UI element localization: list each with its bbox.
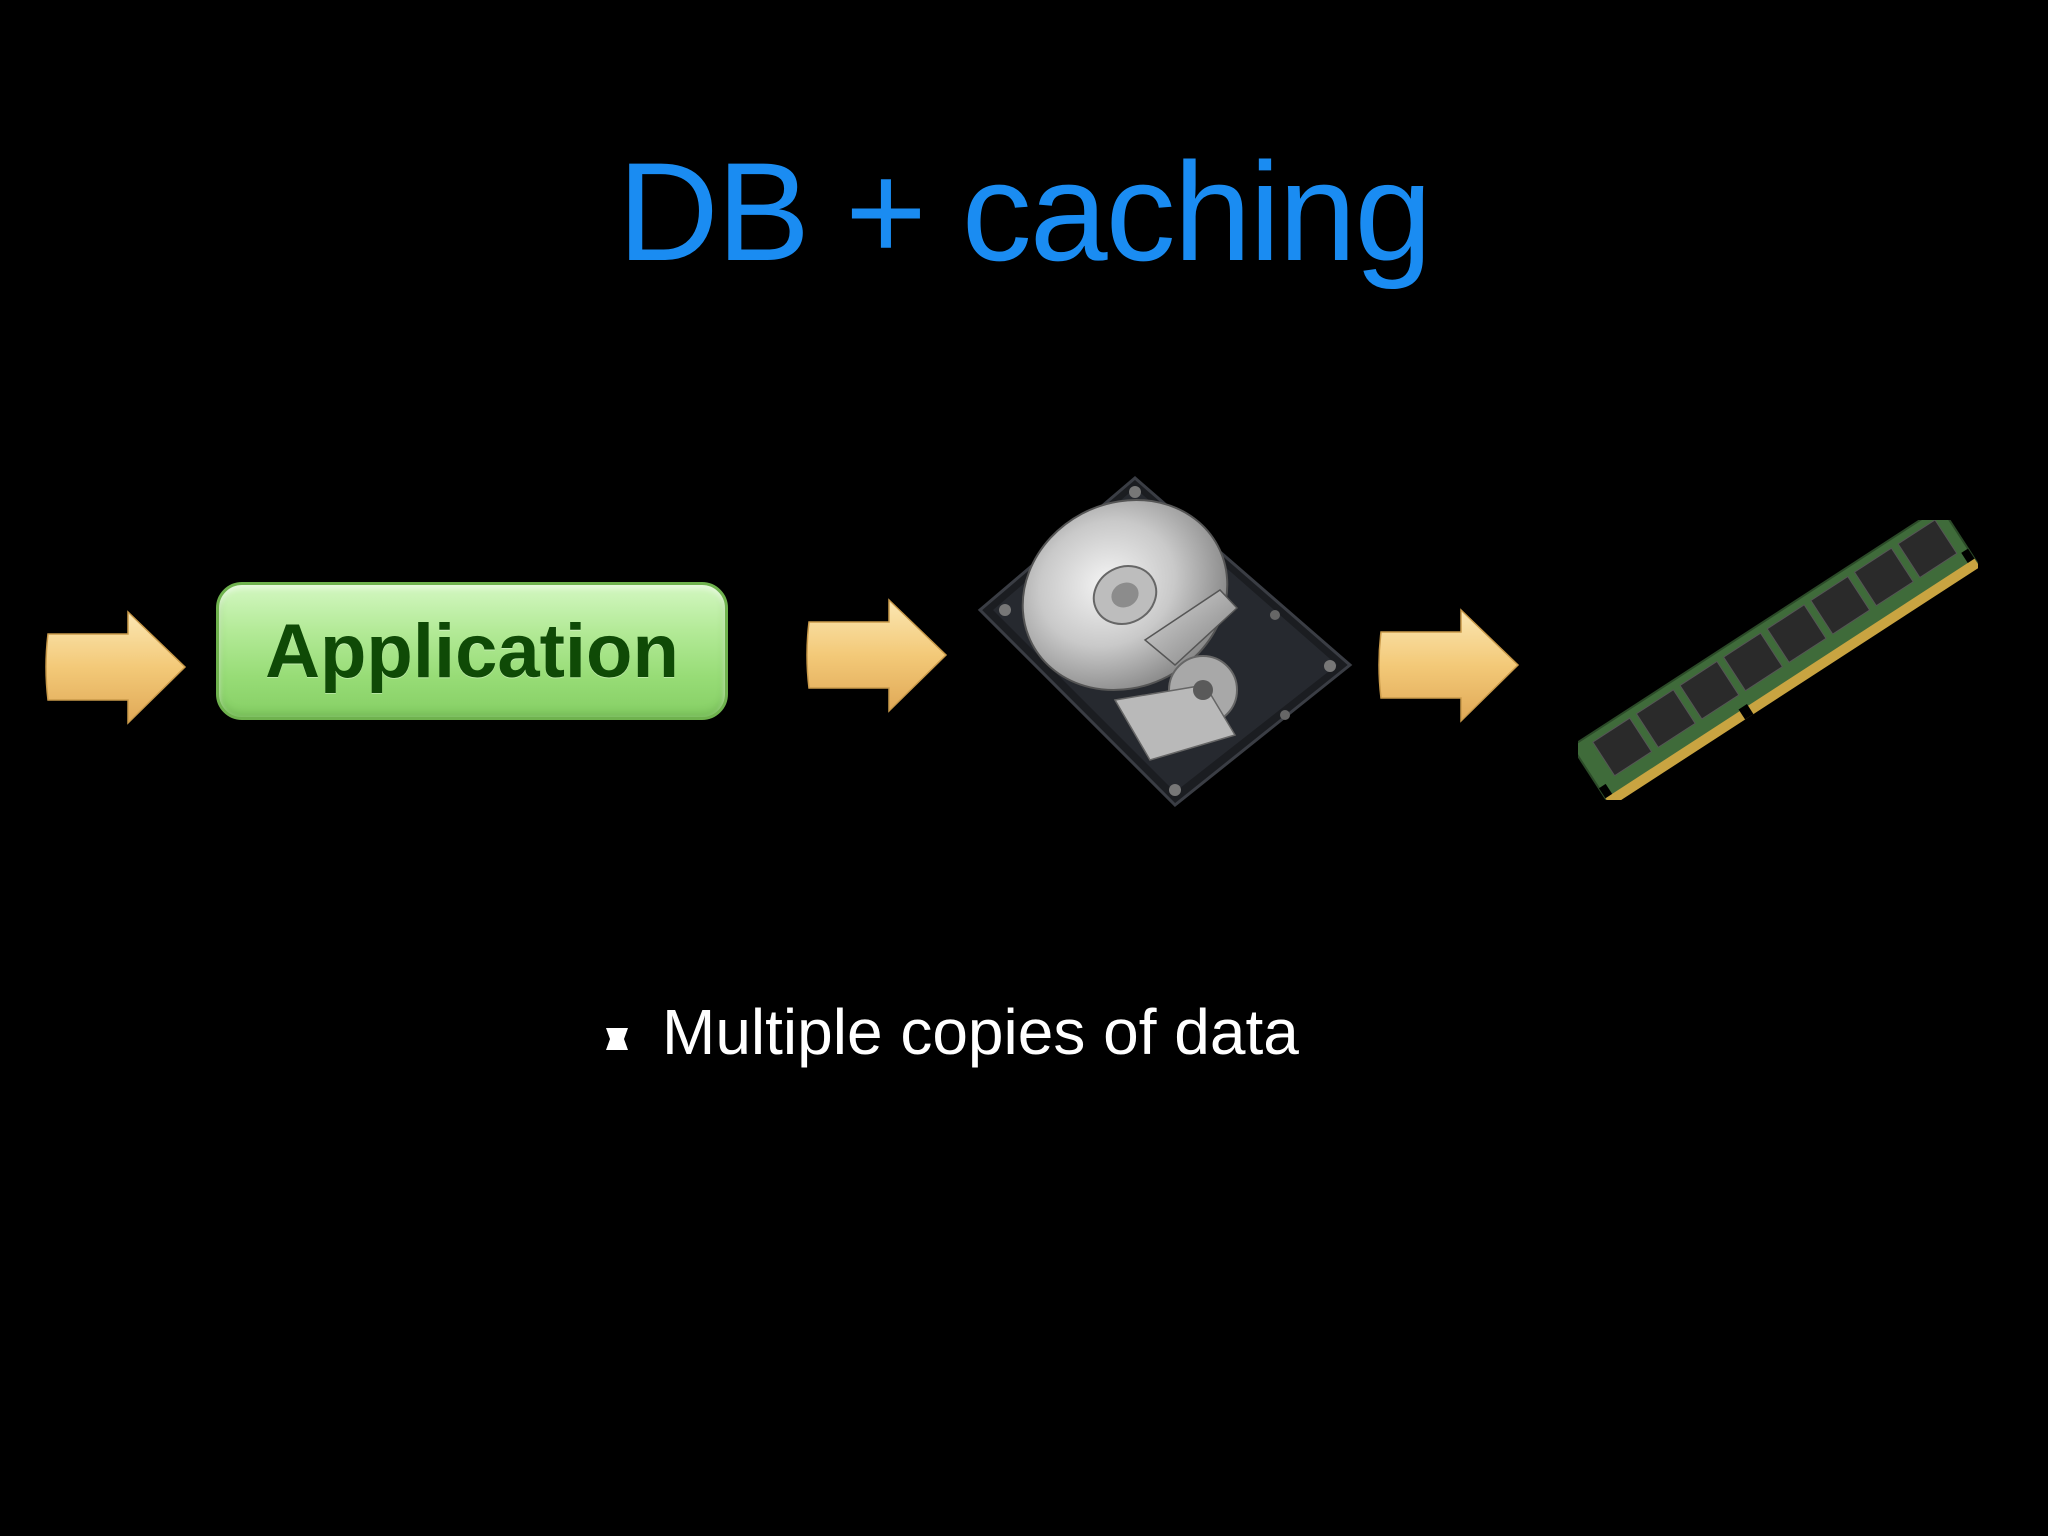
- slide-title: DB + caching: [617, 133, 1433, 290]
- arrow-icon: [1378, 608, 1520, 723]
- bullet-text: Multiple copies of data: [662, 996, 1299, 1068]
- ram-module-icon: [1578, 520, 1978, 800]
- arrow-icon: [45, 610, 187, 725]
- bullet-icon: [606, 1028, 628, 1050]
- hard-disk-icon: [977, 476, 1353, 808]
- arrow-icon: [806, 598, 948, 713]
- application-box: Application: [216, 582, 728, 720]
- application-label: Application: [265, 608, 679, 694]
- bullet-list: Multiple copies of data: [600, 995, 1299, 1069]
